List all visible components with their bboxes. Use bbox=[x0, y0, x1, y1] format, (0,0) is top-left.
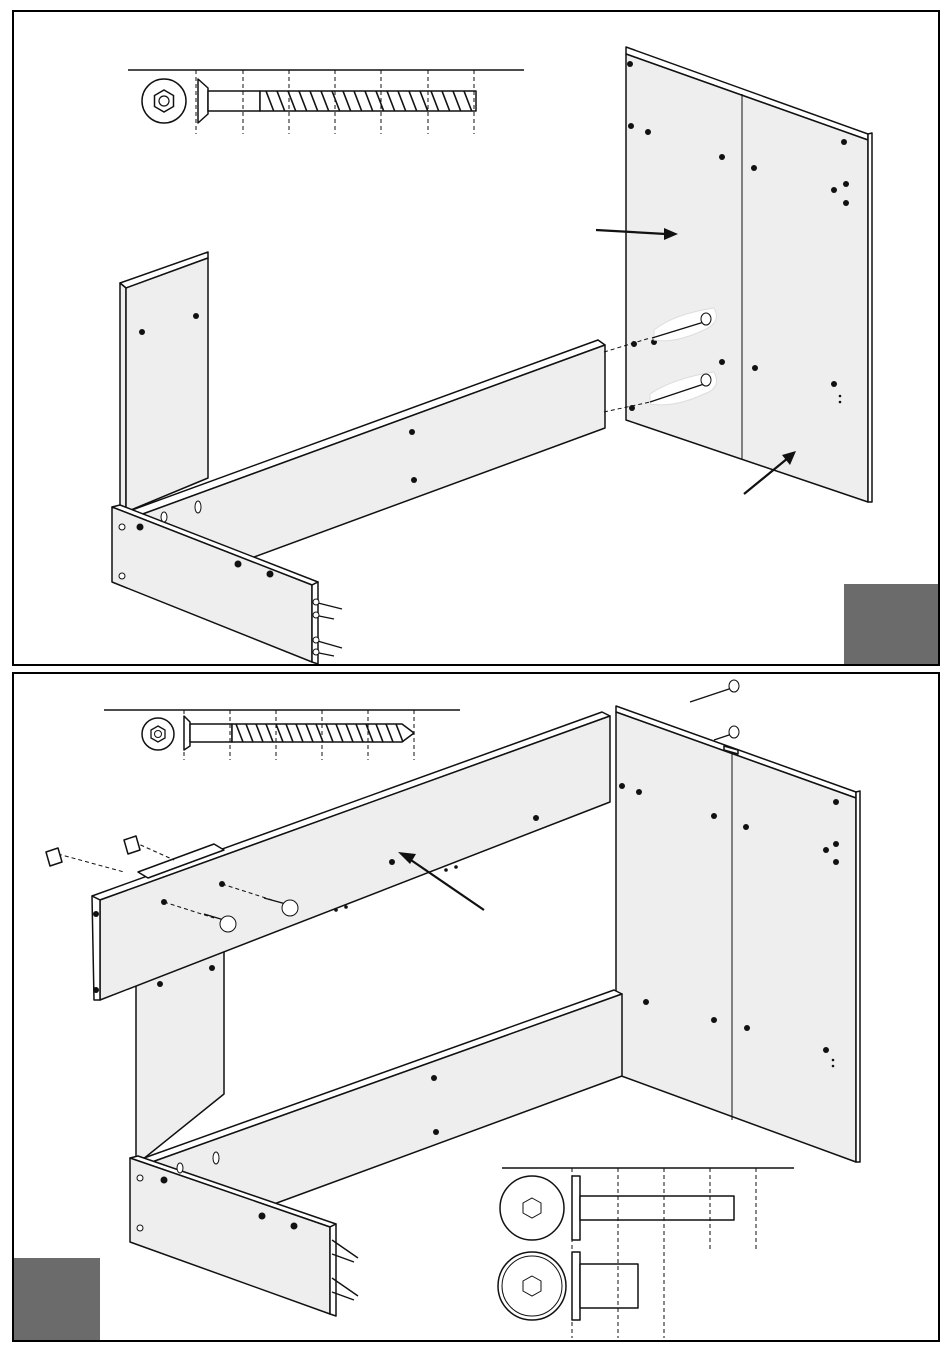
countersunk-screw-icon bbox=[184, 716, 414, 750]
hardware-callout-screw-bottom bbox=[104, 710, 460, 760]
assembly-step-panel-top bbox=[12, 10, 940, 666]
hex-socket-icon bbox=[142, 718, 174, 750]
step-top-illustration bbox=[14, 12, 938, 664]
step-number-badge-top bbox=[844, 584, 938, 664]
assembly-step-panel-bottom bbox=[12, 672, 940, 1342]
side-panel-left bbox=[120, 252, 208, 512]
step-bottom-illustration bbox=[14, 674, 938, 1340]
dowel-icon bbox=[498, 1252, 638, 1320]
insert-nut-icon bbox=[46, 836, 140, 866]
hardware-callout-cam bbox=[498, 1168, 794, 1338]
long-screws-bottom bbox=[690, 680, 739, 740]
back-panel-top bbox=[626, 47, 872, 502]
hex-socket-icon bbox=[142, 79, 186, 123]
step-number-badge-bottom bbox=[14, 1258, 100, 1340]
long-rail-upper bbox=[92, 712, 610, 1000]
cam-lock-icon bbox=[500, 1176, 734, 1240]
back-panel-bottom bbox=[616, 706, 860, 1162]
countersunk-screw-icon bbox=[198, 79, 476, 123]
hardware-callout-screw bbox=[128, 70, 524, 134]
